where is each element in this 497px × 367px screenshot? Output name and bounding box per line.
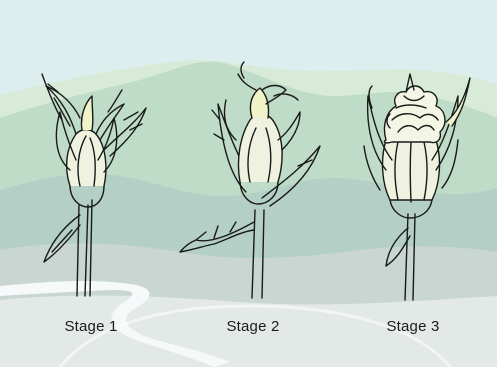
stage-1-label: Stage 1 [31,318,151,335]
stage-2-label: Stage 2 [193,318,313,335]
stage-3-label: Stage 3 [353,318,473,335]
